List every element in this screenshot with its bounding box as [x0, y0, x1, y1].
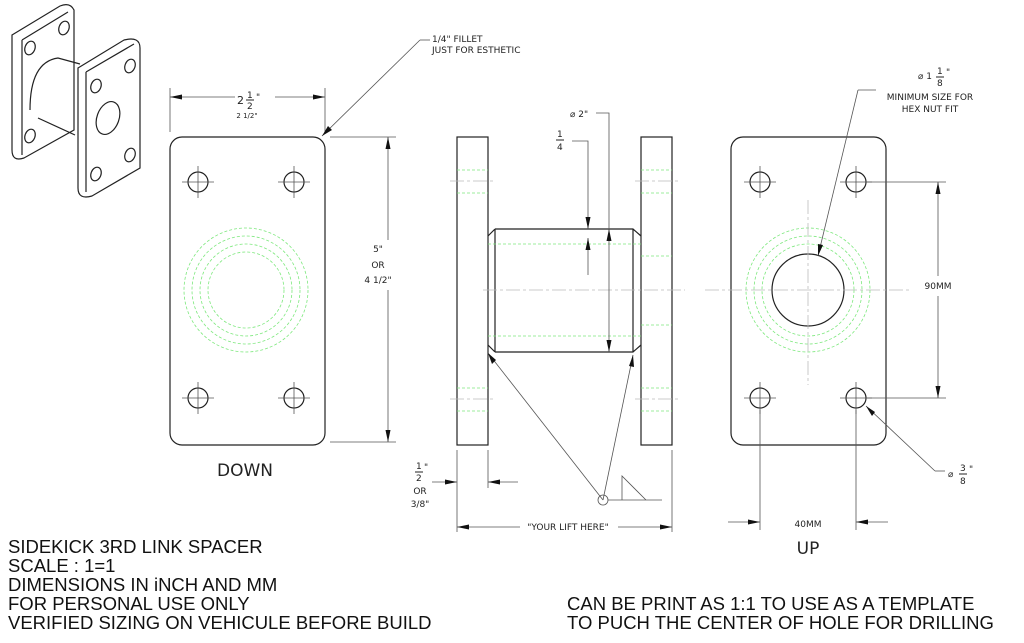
svg-text:40MM: 40MM: [795, 520, 822, 530]
svg-text:1: 1: [247, 91, 253, 101]
verify-text: VERIFIED SIZING ON VEHICULE BEFORE BUILD: [8, 612, 432, 633]
svg-text:⌀ 1: ⌀ 1: [918, 72, 932, 82]
svg-text:HEX NUT FIT: HEX NUT FIT: [902, 105, 959, 115]
svg-text:⌀: ⌀: [948, 470, 954, 480]
svg-text:": ": [969, 465, 973, 475]
svg-text:5": 5": [373, 245, 383, 255]
down-label: DOWN: [217, 461, 273, 481]
svg-text:MINIMUM SIZE FOR: MINIMUM SIZE FOR: [887, 93, 973, 103]
part-name: SIDEKICK 3RD LINK SPACER: [8, 536, 263, 557]
template-note-line: TO PUCH THE CENTER OF HOLE FOR DRILLING: [567, 612, 994, 633]
svg-text:": ": [424, 463, 428, 473]
svg-text:OR: OR: [413, 487, 426, 497]
svg-text:1: 1: [937, 67, 943, 77]
width-dim-text: 2 1/2": [236, 112, 257, 120]
lift-dim: "YOUR LIFT HERE": [527, 523, 609, 533]
svg-text:4: 4: [557, 143, 563, 153]
svg-text:2: 2: [247, 102, 253, 112]
svg-text:": ": [946, 68, 950, 78]
fillet-note: 1/4" FILLET: [432, 35, 483, 45]
svg-text:": ": [256, 93, 260, 103]
title-block: SIDEKICK 3RD LINK SPACER SCALE : 1=1 DIM…: [8, 537, 432, 632]
up-view: ⌀ 1 1 8 " MINIMUM SIZE FOR HEX NUT FIT 9…: [705, 67, 973, 559]
down-view: 2 1 2 " 2 1/2" 5" OR 4 1/2" DOWN 1/4" FI…: [169, 35, 520, 481]
svg-text:2: 2: [237, 94, 244, 107]
svg-text:8: 8: [937, 79, 943, 89]
svg-text:JUST FOR ESTHETIC: JUST FOR ESTHETIC: [431, 46, 520, 56]
template-note-line: CAN BE PRINT AS 1:1 TO USE AS A TEMPLATE: [567, 593, 975, 614]
svg-text:2: 2: [416, 474, 422, 484]
svg-text:1: 1: [557, 130, 563, 140]
svg-text:OR: OR: [371, 261, 384, 271]
isometric-view: [11, 4, 141, 198]
template-note: CAN BE PRINT AS 1:1 TO USE AS A TEMPLATE…: [567, 594, 994, 632]
up-label: UP: [797, 539, 820, 559]
svg-text:90MM: 90MM: [925, 282, 952, 292]
svg-text:3: 3: [960, 464, 966, 474]
side-view: ⌀ 2" 1 4 1 2 " OR 3/8" "YOUR LIFT HERE": [411, 110, 685, 533]
svg-text:8: 8: [960, 477, 966, 487]
scale-text: SCALE : 1=1: [8, 555, 116, 576]
diameter-dim: ⌀ 2": [570, 110, 588, 120]
svg-text:3/8": 3/8": [411, 500, 430, 510]
svg-text:1: 1: [416, 462, 422, 472]
usage-text: FOR PERSONAL USE ONLY: [8, 593, 250, 614]
svg-text:4 1/2": 4 1/2": [364, 276, 391, 286]
units-text: DIMENSIONS IN iNCH AND MM: [8, 574, 278, 595]
